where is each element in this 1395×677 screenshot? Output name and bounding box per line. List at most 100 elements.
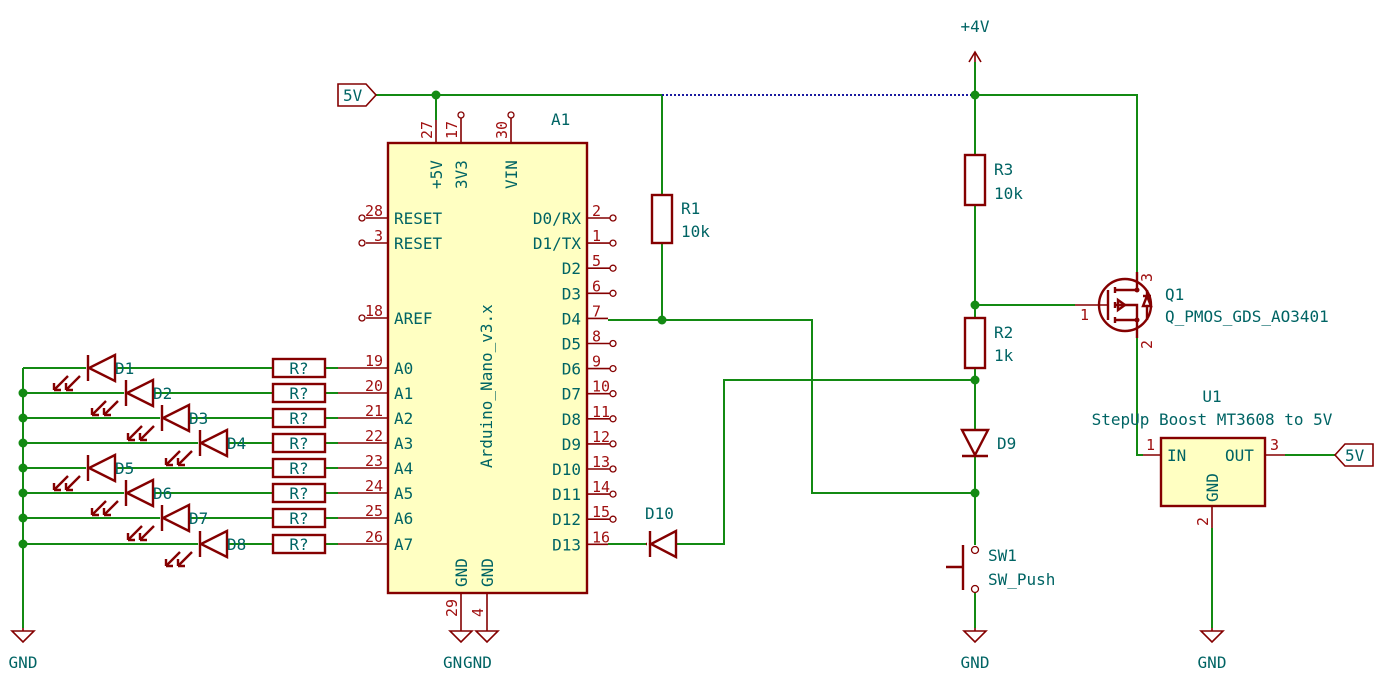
led-d1: D1: [52, 353, 134, 392]
sw1-ref: SW1: [988, 546, 1017, 565]
junction-dot: [18, 413, 28, 423]
led-channel-d7: D7 R?: [126, 503, 327, 542]
a1-pin-name: RESET: [394, 209, 443, 228]
a1-pin-number: 19: [365, 352, 383, 370]
a1-pin-number: 29: [443, 599, 461, 617]
a1-pin-name: D4: [562, 309, 581, 328]
a1-pin-number: 27: [418, 121, 436, 139]
global-label-5v-in-text: 5V: [343, 86, 363, 105]
a1-pin-number: 2: [592, 202, 601, 220]
a1-pin-name: A2: [394, 409, 413, 428]
a1-pin-number: 13: [592, 453, 610, 471]
junction-dot: [431, 90, 441, 100]
r1-ref: R1: [681, 199, 700, 218]
a1-pin-name: A6: [394, 509, 413, 528]
resistor-ref: R?: [289, 484, 308, 503]
a1-pin-number: 14: [592, 478, 610, 496]
junction-dot: [970, 375, 980, 385]
power-plus4v: +4V: [961, 17, 990, 63]
led-d4: D4: [164, 428, 246, 467]
a1-pin-name: A5: [394, 484, 413, 503]
led-d6: D6: [90, 478, 172, 517]
a1-pin-number: 4: [469, 608, 487, 617]
a1-pin-d10: 13 D10: [552, 453, 617, 479]
a1-pin-name: D8: [562, 410, 581, 429]
resistor-ref: R?: [289, 459, 308, 478]
sw1-value: SW_Push: [988, 570, 1055, 589]
gnd-label: GND: [463, 653, 492, 672]
junction-dot: [970, 90, 980, 100]
switch-sw1: SW1 SW_Push: [946, 545, 1055, 594]
resistor-r3: R3 10k: [963, 153, 1023, 207]
a1-pin-name: +5V: [427, 160, 446, 189]
pmos-q1: 1 3 2 Q1 Q_PMOS_GDS_AO3401: [1075, 272, 1329, 349]
a1-pin-number: 26: [365, 528, 383, 546]
a1-pin-number: 9: [592, 353, 601, 371]
a1-pin-number: 24: [365, 477, 383, 495]
u1-pin-gnd-name: GND: [1203, 473, 1222, 502]
a1-pin-number: 16: [592, 528, 610, 546]
a1-pin-name: D6: [562, 360, 581, 379]
gnd-symbol: GND: [961, 628, 989, 672]
a1-pin-name: D10: [552, 460, 581, 479]
gnd-symbol: [448, 628, 474, 644]
d10-ref: D10: [645, 504, 674, 523]
a1-pin-number: 12: [592, 428, 610, 446]
resistor-ref: R?: [289, 535, 308, 554]
a1-pin-number: 8: [592, 328, 601, 346]
gnd-label: GND: [1198, 653, 1227, 672]
a1-pin-d1tx: 1D1/TX: [533, 227, 617, 253]
q1-value: Q_PMOS_GDS_AO3401: [1165, 307, 1329, 326]
gnd-label: GN: [443, 653, 462, 672]
q1-pin-gate: 1: [1080, 306, 1089, 324]
led-d2: D2: [90, 378, 172, 417]
led-channel-d5: D5 R?: [52, 453, 327, 492]
a1-pin-name: D2: [562, 259, 581, 278]
a1-right-pins: 2D0/RX1D1/TX5D26D37D48D59D610D711D812D91…: [533, 202, 617, 554]
global-label-5v-out: 5V: [1333, 443, 1374, 467]
a1-pin-name: D1/TX: [533, 234, 582, 253]
a1-pin-number: 3: [374, 227, 383, 245]
gnd-symbol: GND: [9, 628, 37, 672]
resistor-d4: R?: [271, 432, 327, 454]
a1-pin-d0rx: 2D0/RX: [533, 202, 617, 228]
boost-u1: U1 StepUp Boost MT3608 to 5V 1 IN 3 OUT …: [1092, 387, 1333, 528]
u1-pin-gnd-num: 2: [1194, 517, 1212, 526]
a1-pin-name: D12: [552, 510, 581, 529]
u1-pin-out-num: 3: [1270, 436, 1279, 454]
resistor-r2: R2 1k: [963, 316, 1014, 370]
led-channel-d6: D6 R?: [90, 478, 327, 517]
junctions: [18, 90, 980, 549]
resistor-d3: R?: [271, 407, 327, 429]
led-ref: D7: [189, 509, 208, 528]
resistor-d7: R?: [271, 507, 327, 529]
junction-dot: [970, 488, 980, 498]
led-d5: D5: [52, 453, 134, 492]
resistor-d6: R?: [271, 482, 327, 504]
global-label-5v-out-text: 5V: [1345, 446, 1365, 465]
resistor-ref: R?: [289, 434, 308, 453]
a1-pin-number: 22: [365, 427, 383, 445]
plus4v-label: +4V: [961, 17, 990, 36]
a1-pin-d6: 9 D6: [562, 353, 617, 379]
a1-pin-name: GND: [478, 558, 497, 587]
junction-dot: [18, 513, 28, 523]
u1-pin-in-num: 1: [1146, 436, 1155, 454]
a1-pin-gnd-4: 4 GND: [469, 558, 497, 628]
